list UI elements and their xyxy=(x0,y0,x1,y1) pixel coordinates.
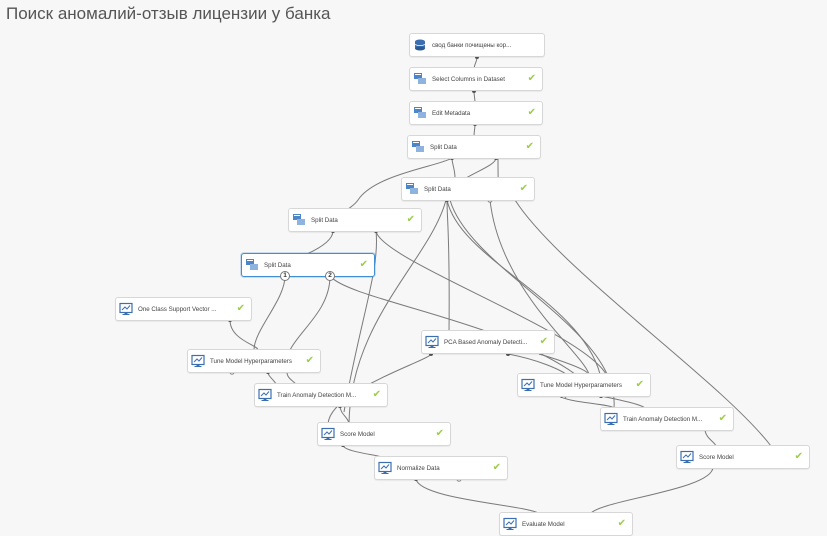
module-score-model-2[interactable]: Score Model ✔ xyxy=(676,445,810,469)
module-icon xyxy=(412,141,424,152)
status-check-icon: ✔ xyxy=(635,379,644,390)
module-label: Tune Model Hyperparameters xyxy=(540,381,622,389)
module-tune-hyperparameters-1[interactable]: Tune Model Hyperparameters ✔ xyxy=(187,349,321,373)
status-check-icon: ✔ xyxy=(372,389,381,400)
connection xyxy=(704,428,717,447)
module-score-model-1[interactable]: Score Model ✔ xyxy=(317,422,451,446)
status-check-icon: ✔ xyxy=(519,183,528,194)
status-check-icon: ✔ xyxy=(492,462,501,473)
model-icon xyxy=(378,461,392,474)
experiment-title: Поиск аномалий-отзыв лицензии у банка xyxy=(6,4,331,23)
model-icon xyxy=(521,378,535,391)
connection xyxy=(600,395,646,409)
module-train-anomaly-1[interactable]: Train Anomaly Detection M... ✔ xyxy=(254,383,388,407)
module-label: Normalize Data xyxy=(397,464,440,472)
connection xyxy=(253,275,286,351)
status-check-icon: ✔ xyxy=(527,107,536,118)
module-pca-anomaly[interactable]: PCA Based Anomaly Detecti... ✔ xyxy=(421,330,555,354)
module-train-anomaly-2[interactable]: Train Anomaly Detection M... ✔ xyxy=(600,407,734,431)
status-check-icon: ✔ xyxy=(435,428,444,439)
module-label: Score Model xyxy=(340,430,375,438)
connection xyxy=(451,157,456,179)
model-icon xyxy=(119,302,133,315)
output-port-2[interactable]: 2 xyxy=(325,271,335,281)
module-normalize-data[interactable]: Normalize Data ✔ xyxy=(374,456,508,480)
model-icon xyxy=(425,335,439,348)
output-port-1[interactable]: 1 xyxy=(280,271,290,281)
status-check-icon: ✔ xyxy=(305,355,314,366)
status-check-icon: ✔ xyxy=(406,214,415,225)
model-icon xyxy=(321,427,335,440)
connection xyxy=(446,199,601,375)
module-split-data-4[interactable]: Split Data ✔ xyxy=(241,253,375,277)
status-check-icon: ✔ xyxy=(794,451,803,462)
module-label: Select Columns in Dataset xyxy=(432,75,505,83)
module-split-data-2[interactable]: Split Data ✔ xyxy=(401,177,535,201)
module-svod[interactable]: свод банки почищены кор... xyxy=(409,33,545,57)
connection xyxy=(465,157,497,179)
connection xyxy=(514,199,772,447)
module-select-columns[interactable]: Select Columns in Dataset ✔ xyxy=(409,67,543,91)
connection xyxy=(538,353,589,375)
module-label: Train Anomaly Detection M... xyxy=(277,391,357,399)
connection xyxy=(489,199,590,375)
model-icon xyxy=(258,388,272,401)
connection xyxy=(446,199,450,335)
status-check-icon: ✔ xyxy=(527,73,536,84)
model-icon xyxy=(604,412,618,425)
model-icon xyxy=(191,354,205,367)
connection xyxy=(507,353,567,375)
module-label: Split Data xyxy=(311,216,338,224)
status-check-icon: ✔ xyxy=(236,303,245,314)
model-icon xyxy=(503,517,517,530)
module-icon xyxy=(406,183,418,194)
status-check-icon: ✔ xyxy=(359,259,368,270)
module-label: Edit Metadata xyxy=(432,109,471,117)
module-edit-metadata[interactable]: Edit Metadata ✔ xyxy=(409,101,543,125)
module-tune-hyperparameters-2[interactable]: Tune Model Hyperparameters ✔ xyxy=(517,373,651,397)
module-label: Evaluate Model xyxy=(522,520,565,528)
module-label: One Class Support Vector ... xyxy=(138,305,217,313)
status-check-icon: ✔ xyxy=(718,413,727,424)
connection xyxy=(343,230,377,413)
module-label: Train Anomaly Detection M... xyxy=(623,415,703,423)
connection xyxy=(375,230,607,375)
module-label: Split Data xyxy=(264,261,291,269)
connection xyxy=(229,319,259,351)
status-check-icon: ✔ xyxy=(525,141,534,152)
connection xyxy=(415,478,541,515)
module-icon xyxy=(246,259,258,270)
module-one-class-svm[interactable]: One Class Support Vector ... ✔ xyxy=(115,297,252,321)
module-label: PCA Based Anomaly Detecti... xyxy=(444,338,528,346)
module-icon xyxy=(414,73,426,84)
module-label: Split Data xyxy=(424,185,451,193)
module-split-data-1[interactable]: Split Data ✔ xyxy=(407,135,541,159)
connection xyxy=(306,230,334,255)
status-check-icon: ✔ xyxy=(539,336,548,347)
module-evaluate-model[interactable]: Evaluate Model ✔ xyxy=(499,512,633,536)
dataset-icon xyxy=(414,39,426,51)
connection xyxy=(589,466,714,515)
module-label: Tune Model Hyperparameters xyxy=(210,357,292,365)
module-label: свод банки почищены кор... xyxy=(432,41,512,49)
module-icon xyxy=(293,214,305,225)
connection xyxy=(347,157,453,211)
status-check-icon: ✔ xyxy=(617,518,626,529)
module-split-data-3[interactable]: Split Data ✔ xyxy=(288,208,422,232)
module-label: Split Data xyxy=(430,143,457,151)
model-icon xyxy=(680,450,694,463)
connection xyxy=(289,275,331,351)
connection xyxy=(327,353,432,425)
module-label: Score Model xyxy=(699,453,734,461)
module-icon xyxy=(414,107,426,118)
